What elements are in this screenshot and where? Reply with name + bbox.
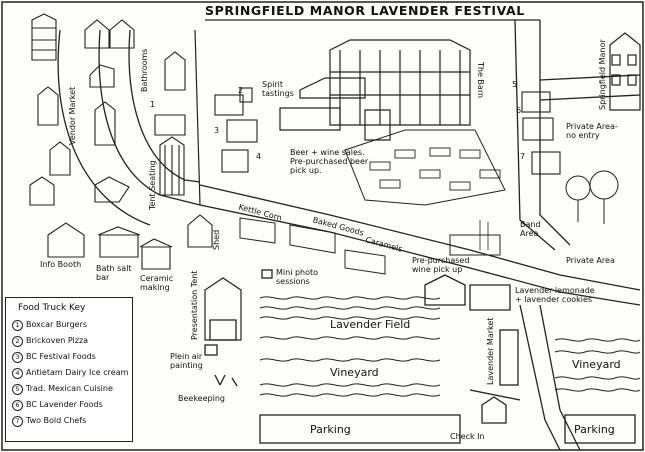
ceramic-making-label: Ceramic making bbox=[140, 274, 174, 292]
info-booth-label: Info Booth bbox=[40, 260, 82, 269]
truck-marker-7: 7 bbox=[520, 152, 526, 161]
truck-marker-3: 3 bbox=[214, 126, 220, 135]
truck-marker-2: 2 bbox=[238, 86, 244, 95]
lemonade-label: Lavender lemonade + lavender cookies bbox=[515, 286, 595, 304]
mini-photo-label: Mini photo sessions bbox=[276, 268, 319, 286]
parking-left-label: Parking bbox=[310, 423, 351, 436]
key-number: 7 bbox=[12, 416, 23, 427]
key-item-name: BC Festival Foods bbox=[26, 352, 96, 361]
bathrooms-label: Bathrooms bbox=[140, 48, 149, 92]
tent-seating-label: Tent Seating bbox=[148, 160, 157, 210]
presentation-tent-label: Presentation Tent bbox=[190, 270, 199, 340]
private-area-label: Private Area bbox=[566, 256, 615, 265]
lavender-field-label: Lavender Field bbox=[330, 318, 411, 331]
map-title: SPRINGFIELD MANOR LAVENDER FESTIVAL bbox=[205, 3, 525, 18]
truck-marker-5: 5 bbox=[512, 80, 518, 89]
springfield-manor-label: Springfield Manor bbox=[598, 39, 607, 110]
key-number: 3 bbox=[12, 352, 23, 363]
key-item-name: Antietam Dairy Ice cream bbox=[26, 368, 129, 377]
check-in-label: Check In bbox=[450, 432, 485, 441]
key-number: 1 bbox=[12, 320, 23, 331]
key-item-name: BC Lavender Foods bbox=[26, 400, 103, 409]
truck-marker-6: 6 bbox=[516, 106, 522, 115]
key-number: 2 bbox=[12, 336, 23, 347]
plein-air-label: Plein air painting bbox=[170, 352, 203, 370]
beekeeping-label: Beekeeping bbox=[178, 394, 225, 403]
wine-pickup-label: Pre-purchased wine pick up bbox=[412, 256, 470, 274]
lavender-market-label: Lavender Market bbox=[486, 317, 495, 385]
vineyard-right-label: Vineyard bbox=[572, 358, 621, 371]
key-item-name: Brickoven Pizza bbox=[26, 336, 89, 345]
vendor-market-label: Vendor Market bbox=[68, 86, 77, 145]
key-number: 5 bbox=[12, 384, 23, 395]
parking-right-label: Parking bbox=[574, 423, 615, 436]
bath-salt-bar-label: Bath salt bar bbox=[96, 264, 132, 282]
vineyard-left-label: Vineyard bbox=[330, 366, 379, 379]
food-truck-key-title: Food Truck Key bbox=[18, 303, 86, 313]
spirit-tastings-label: Spirit tastings bbox=[262, 80, 294, 98]
the-barn-label: The Barn bbox=[476, 62, 485, 99]
band-area-label: Band Area bbox=[520, 220, 541, 238]
key-item-name: Trad. Mexican Cuisine bbox=[26, 384, 113, 393]
key-number: 6 bbox=[12, 400, 23, 411]
truck-marker-4: 4 bbox=[256, 152, 262, 161]
beer-wine-label: Beer + wine sales. Pre-purchased beer pi… bbox=[290, 148, 369, 175]
key-item-name: Boxcar Burgers bbox=[26, 320, 88, 329]
key-item-name: Two Bold Chefs bbox=[26, 416, 87, 425]
shed-label: Shed bbox=[212, 229, 221, 250]
truck-marker-1: 1 bbox=[150, 100, 156, 109]
private-area-no-entry-label: Private Area- no entry bbox=[566, 122, 618, 140]
key-number: 4 bbox=[12, 368, 23, 379]
